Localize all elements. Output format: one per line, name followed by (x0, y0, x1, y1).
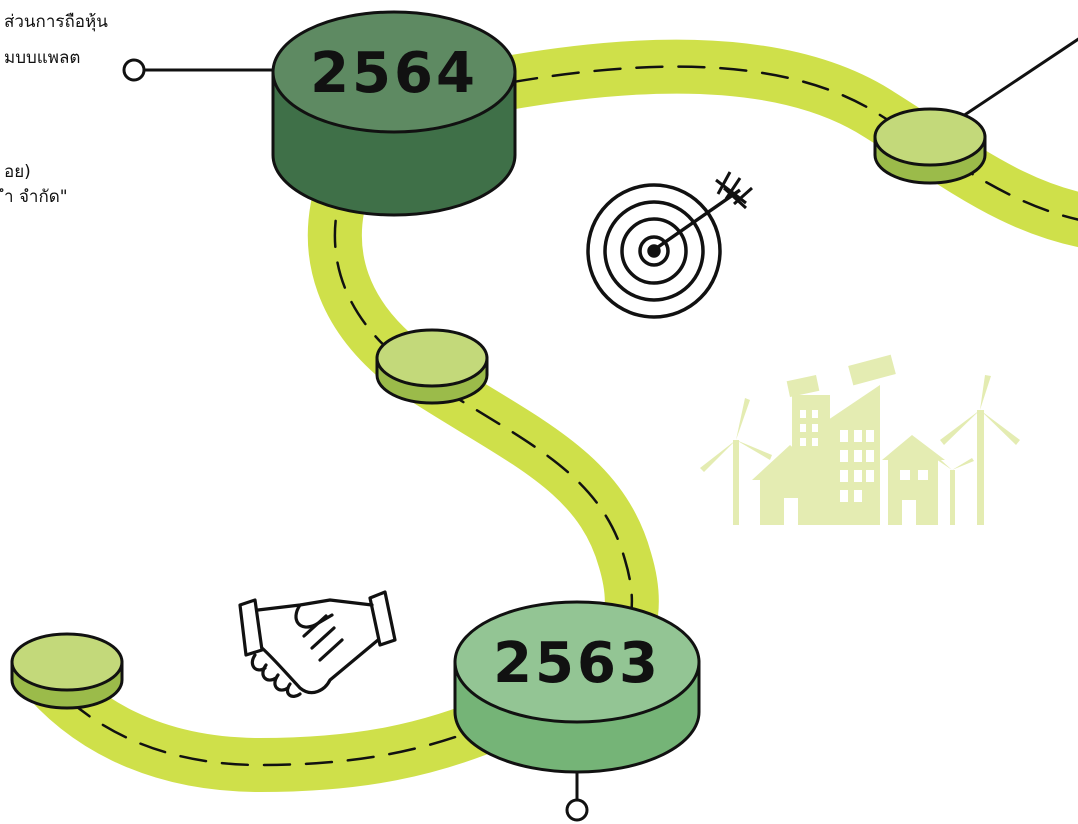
milestone-2563: 2563 (453, 600, 701, 774)
text-line-3: อย) (4, 162, 31, 182)
year-label-2563: 2563 (493, 631, 661, 696)
text-line-1: ส่วนการถือหุ้น (4, 12, 108, 32)
road-dash-bottom (38, 668, 502, 767)
road-dash-top (468, 65, 1078, 221)
year-label-2564: 2564 (310, 41, 478, 106)
road-segment-top (443, 39, 1078, 248)
building-windows (784, 410, 928, 525)
small-disc-right (873, 107, 987, 185)
house-right (882, 435, 945, 525)
small-disc-middle (375, 328, 489, 405)
disc-2563-top (453, 600, 701, 724)
small-disc-left (10, 632, 124, 710)
text-line-2: มบบแพลต (4, 48, 81, 68)
connector-dot-2563 (565, 798, 589, 822)
wind-turbine-left (700, 398, 772, 525)
connector-dot-2564 (122, 58, 146, 82)
handshake-icon (238, 590, 397, 698)
milestone-2564: 2564 (271, 10, 517, 217)
disc-2564-top (271, 10, 517, 134)
wind-turbine-right (940, 375, 1020, 525)
target-icon (586, 171, 753, 319)
green-city-icon (700, 354, 1020, 525)
text-line-4: ำ จำกัด" (4, 187, 68, 207)
